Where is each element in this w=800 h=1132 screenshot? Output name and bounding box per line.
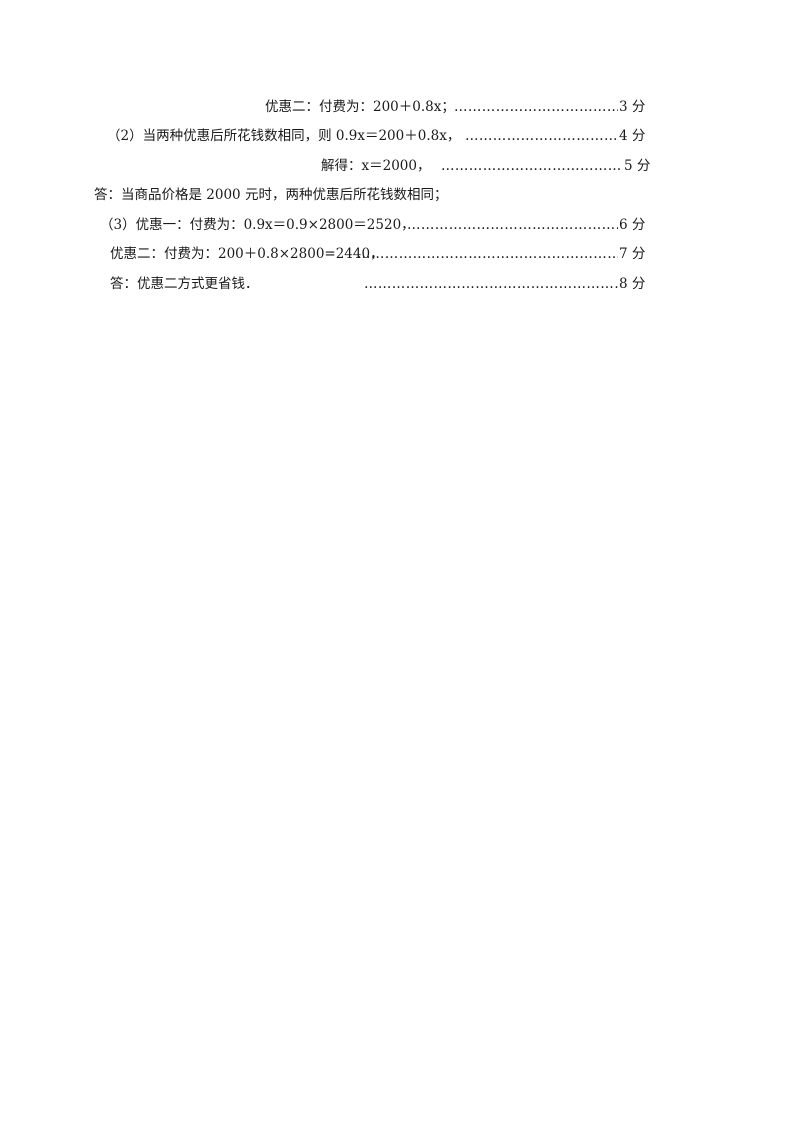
solution-line-1-text: 优惠二：付费为：200＋0.8x； (265, 99, 455, 115)
solution-line-4-text: 答：当商品价格是 2000 元时，两种优惠后所花钱数相同； (94, 187, 448, 203)
solution-line-1-score: 3 分 (619, 99, 646, 115)
solution-line-2-text: （2）当两种优惠后所花钱数相同，则 0.9x＝200＋0.8x， (107, 128, 461, 144)
solution-line-7-text: 答：优惠二方式更省钱． (110, 276, 259, 292)
solution-line-5-leader: ………………………………………………………………………………………… (407, 217, 618, 233)
solution-line-3-text: 解得：x＝2000， (321, 158, 431, 174)
solution-line-5-text: （3）优惠一：付费为：0.9x＝0.9×2800＝2520， (100, 217, 415, 233)
solution-line-2-leader: ………………………………………………………………………………………… (465, 128, 618, 144)
solution-line-6-score: 7 分 (619, 246, 646, 262)
solution-line-3-score: 5 分 (624, 158, 651, 174)
solution-line-2-score: 4 分 (619, 128, 646, 144)
solution-line-5-score: 6 分 (619, 217, 646, 233)
solution-line-7-score: 8 分 (619, 276, 646, 292)
solution-line-7-leader: ………………………………………………………………………………………… (364, 276, 618, 292)
solution-line-6-leader: ………………………………………………………………………………………… (357, 246, 618, 262)
solution-line-1-leader: ………………………………………………………………………………………… (454, 99, 618, 115)
solution-line-6-text: 优惠二：付费为：200＋0.8×2800=2440， (110, 246, 384, 262)
solution-line-3-leader: ………………………………………………………………………………………… (441, 158, 623, 174)
